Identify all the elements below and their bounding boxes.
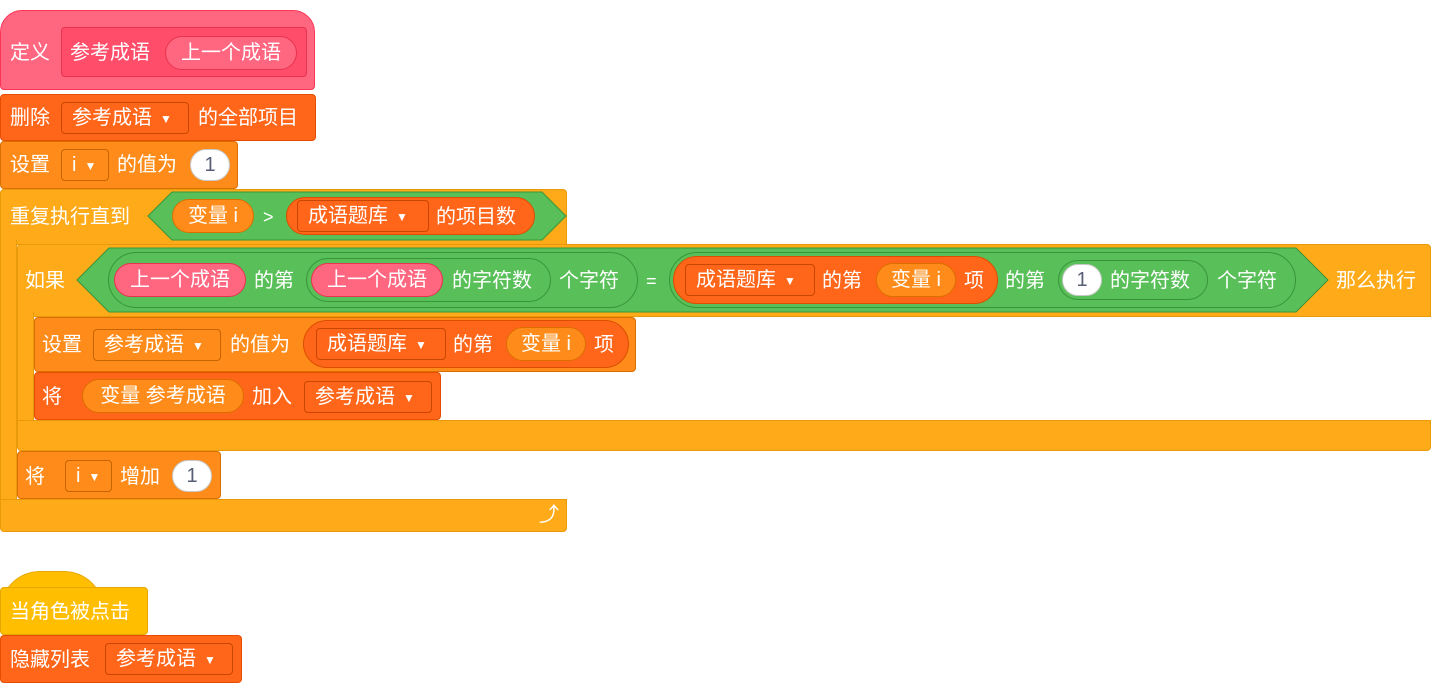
number-input[interactable]: 1 <box>190 149 230 181</box>
list-dropdown-label: 参考成语 <box>72 107 152 129</box>
letter-label: 个字符 <box>1217 270 1277 292</box>
letter-label: 个字符 <box>559 270 619 292</box>
list-length-label: 的项目数 <box>436 206 516 228</box>
define-keyword: 定义 <box>10 42 50 64</box>
variable-dropdown-label: i <box>72 154 77 176</box>
variable-dropdown-label: i <box>76 465 81 487</box>
when-sprite-clicked-block[interactable] <box>0 587 148 635</box>
list-dropdown[interactable]: 成语题库 ▼ <box>297 200 429 232</box>
chevron-down-icon: ▼ <box>160 111 172 126</box>
if-label: 如果 <box>25 270 65 292</box>
variable-reporter[interactable]: 变量 i <box>506 327 586 361</box>
equals-symbol: = <box>646 271 657 291</box>
param-reporter[interactable]: 上一个成语 <box>165 36 297 70</box>
item-label: 项 <box>964 270 984 292</box>
set-mid: 的值为 <box>117 154 177 176</box>
chevron-down-icon: ▼ <box>396 209 408 224</box>
item-of-label: 的第 <box>822 270 862 292</box>
list-dropdown-label: 参考成语 <box>116 648 196 670</box>
param-reporter[interactable]: 上一个成语 <box>311 263 443 297</box>
list-dropdown[interactable]: 参考成语 ▼ <box>304 381 432 413</box>
list-dropdown[interactable]: 成语题库 ▼ <box>685 264 815 296</box>
if-then-arm <box>17 312 34 427</box>
then-label: 那么执行 <box>1336 270 1416 292</box>
repeat-until-arm <box>0 240 17 502</box>
variable-reporter[interactable]: 变量 i <box>172 199 254 233</box>
list-dropdown[interactable]: 参考成语 ▼ <box>105 643 233 675</box>
variable-dropdown[interactable]: 参考成语 ▼ <box>93 329 221 361</box>
delete-label: 删除 <box>10 107 50 129</box>
chevron-down-icon: ▼ <box>88 469 101 484</box>
change-label: 将 <box>25 466 45 488</box>
variable-dropdown[interactable]: i▼ <box>61 149 109 181</box>
letter-of-label: 的第 <box>1005 270 1045 292</box>
set-mid: 的值为 <box>230 334 290 356</box>
proc-name: 参考成语 <box>70 42 150 64</box>
chevron-down-icon: ▼ <box>204 652 216 667</box>
delete-suffix: 的全部项目 <box>198 107 298 129</box>
variable-reporter[interactable]: 变量 i <box>876 263 956 297</box>
variable-dropdown[interactable]: i▼ <box>65 460 112 492</box>
variable-dropdown-label: 参考成语 <box>104 334 184 356</box>
chevron-down-icon: ▼ <box>784 273 796 288</box>
change-mid: 增加 <box>120 466 160 488</box>
add-mid: 加入 <box>252 386 292 408</box>
item-of-label: 的第 <box>453 334 493 356</box>
list-dropdown[interactable]: 成语题库 ▼ <box>316 328 446 360</box>
operator-symbol: > <box>263 207 274 227</box>
set-label: 设置 <box>10 154 50 176</box>
list-dropdown-label: 成语题库 <box>327 333 407 355</box>
item-label: 项 <box>594 334 614 356</box>
chevron-down-icon: ▼ <box>84 158 97 173</box>
list-dropdown-label: 成语题库 <box>308 205 388 227</box>
length-label: 的字符数 <box>1110 270 1190 292</box>
list-dropdown-label: 参考成语 <box>315 386 395 408</box>
add-label: 将 <box>42 386 62 408</box>
repeat-label: 重复执行直到 <box>10 206 130 228</box>
length-label: 的字符数 <box>452 270 532 292</box>
hide-list-label: 隐藏列表 <box>10 649 90 671</box>
hat-label: 当角色被点击 <box>10 601 130 623</box>
list-dropdown[interactable]: 参考成语 ▼ <box>61 102 189 134</box>
param-reporter[interactable]: 上一个成语 <box>114 263 246 297</box>
chevron-down-icon: ▼ <box>192 338 204 353</box>
letter-of-label: 的第 <box>254 270 294 292</box>
loop-arrow-icon: ⤴ <box>539 504 559 526</box>
chevron-down-icon: ▼ <box>403 390 415 405</box>
number-input[interactable]: 1 <box>172 460 212 492</box>
variable-reporter[interactable]: 变量 参考成语 <box>82 379 244 413</box>
set-label: 设置 <box>42 334 82 356</box>
number-input[interactable]: 1 <box>1062 264 1102 296</box>
if-then-bottom <box>17 420 1431 451</box>
repeat-until-bottom[interactable] <box>0 499 567 532</box>
list-dropdown-label: 成语题库 <box>696 269 776 291</box>
chevron-down-icon: ▼ <box>415 337 427 352</box>
